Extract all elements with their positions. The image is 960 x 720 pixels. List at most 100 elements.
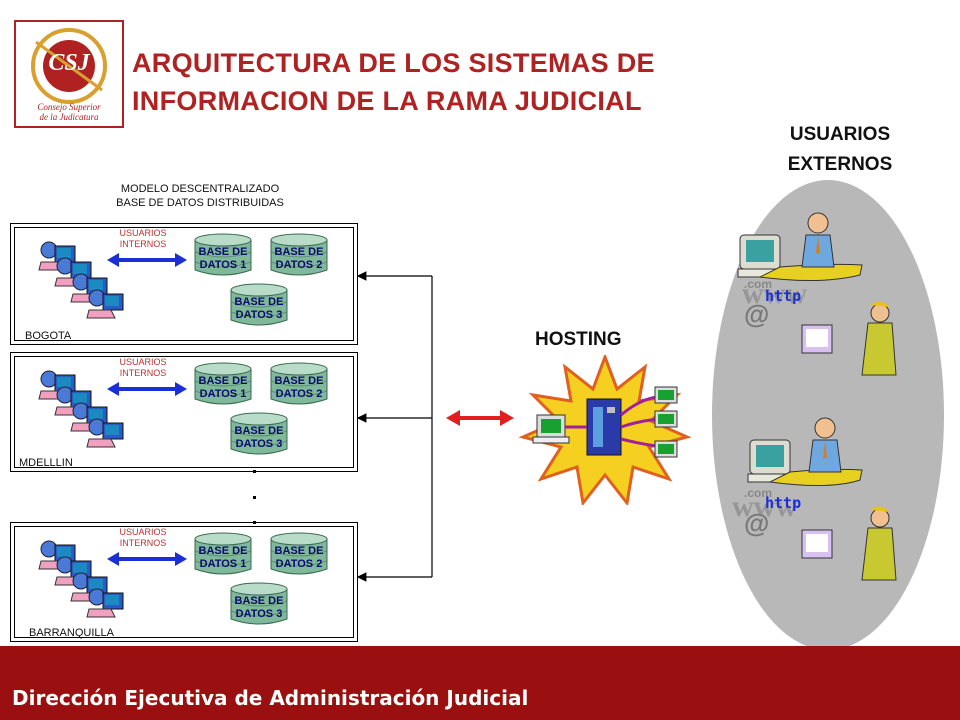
logo-text: CSJ: [48, 50, 90, 76]
model-line2: BASE DE DATOS DISTRIBUIDAS: [116, 197, 284, 209]
external-title-line1: USUARIOS: [789, 124, 891, 145]
database-icon: [270, 233, 328, 276]
internal-link-arrow: [107, 382, 187, 396]
database-label-line2: DATOS 2: [275, 558, 323, 570]
www-watermark: www: [742, 277, 807, 310]
ellipsis-dot: [253, 521, 256, 524]
site-name: MDELLLIN: [19, 457, 73, 469]
user-at-computer-icon: [737, 212, 897, 376]
hosting-arrow: [446, 410, 514, 426]
logo-caption-line2: de la Judicatura: [39, 112, 99, 122]
http-label: http: [765, 287, 802, 305]
internal-link-arrow: [107, 253, 187, 267]
database-label-line1: BASE DE: [234, 595, 284, 607]
title-line-2: INFORMACION DE LA RAMA JUDICIAL: [132, 86, 642, 116]
internal-users-icon: [38, 540, 124, 618]
ellipsis-dot: [253, 496, 256, 499]
internal-users-icon: [38, 241, 124, 319]
internal-users-line2: INTERNOS: [119, 538, 167, 548]
footer-bar: [0, 646, 960, 720]
internal-users-line2: INTERNOS: [119, 239, 167, 249]
model-line1: MODELO DESCENTRALIZADO: [120, 183, 280, 195]
database-label-line2: DATOS 3: [235, 438, 283, 450]
internal-users-line1: USUARIOS: [119, 357, 167, 367]
site-box-inner: [14, 227, 354, 341]
csj-logo: CSJ Consejo Superior de la Judicatura: [14, 20, 124, 128]
site-box-inner: [14, 526, 354, 638]
footer-text: Dirección Ejecutiva de Administración Ju…: [12, 686, 529, 710]
model-label: MODELO DESCENTRALIZADO BASE DE DATOS DIS…: [60, 182, 340, 210]
http-label: http: [765, 494, 802, 512]
internal-users-line1: USUARIOS: [119, 527, 167, 537]
com-label: .com: [744, 486, 773, 500]
database-label-line1: BASE DE: [234, 296, 284, 308]
hosting-server-icon: [518, 355, 692, 505]
database-label-line1: BASE DE: [274, 246, 324, 258]
page-title: ARQUITECTURA DE LOS SISTEMAS DE INFORMAC…: [132, 44, 772, 120]
hosting-label: HOSTING: [535, 329, 622, 350]
www-watermark: www: [732, 490, 797, 523]
database-icon: [230, 283, 288, 326]
com-label: .com: [744, 277, 773, 291]
database-label-line2: DATOS 3: [235, 608, 283, 620]
database-icon: [270, 532, 328, 575]
internal-link-arrow: [107, 552, 187, 566]
database-label-line1: BASE DE: [198, 246, 248, 258]
database-label-line1: BASE DE: [274, 375, 324, 387]
database-icon: [194, 362, 252, 405]
site-name: BARRANQUILLA: [29, 627, 114, 639]
internal-users-line2: INTERNOS: [119, 368, 167, 378]
database-icon: [230, 412, 288, 455]
internal-users-icon: [38, 370, 124, 448]
external-user-group-2: www .com http @: [730, 410, 930, 590]
external-title-line2: EXTERNOS: [787, 154, 893, 175]
logo-caption: Consejo Superior de la Judicatura: [14, 102, 124, 122]
database-label-line1: BASE DE: [274, 545, 324, 557]
database-label-line2: DATOS 1: [199, 259, 247, 271]
database-label-line2: DATOS 3: [235, 309, 283, 321]
user-at-computer-icon: [747, 417, 897, 581]
database-label-line2: DATOS 2: [275, 259, 323, 271]
database-label-line2: DATOS 1: [199, 558, 247, 570]
database-label-line1: BASE DE: [198, 375, 248, 387]
database-icon: [230, 582, 288, 625]
ellipsis-dot: [253, 470, 256, 473]
external-user-group-1: www .com http @: [730, 205, 930, 385]
database-label-line2: DATOS 2: [275, 388, 323, 400]
logo-caption-line1: Consejo Superior: [37, 102, 101, 112]
database-label-line2: DATOS 1: [199, 388, 247, 400]
site-name: BOGOTA: [25, 330, 72, 342]
database-label-line1: BASE DE: [198, 545, 248, 557]
site-box-inner: [14, 356, 354, 468]
external-users-title: USUARIOS EXTERNOS: [760, 120, 920, 180]
at-symbol: @: [744, 299, 770, 329]
database-icon: [270, 362, 328, 405]
title-line-1: ARQUITECTURA DE LOS SISTEMAS DE: [132, 48, 655, 78]
database-icon: [194, 532, 252, 575]
at-symbol: @: [744, 508, 770, 538]
internal-users-line1: USUARIOS: [119, 228, 167, 238]
